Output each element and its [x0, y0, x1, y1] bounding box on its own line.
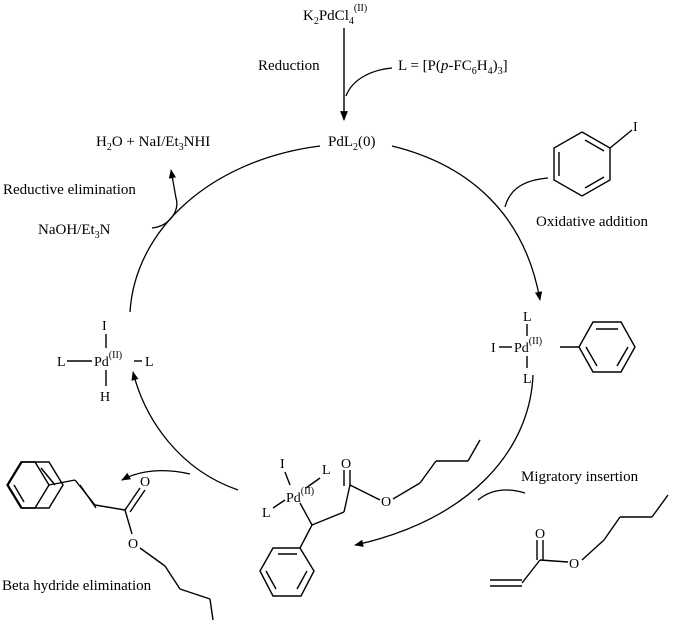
butyl-cinnamate-structure: O O	[6, 461, 214, 621]
svg-text:O: O	[341, 457, 351, 472]
svg-text:L: L	[523, 310, 532, 325]
svg-text:Pd(II): Pd(II)	[94, 350, 122, 370]
svg-text:Pd(II): Pd(II)	[286, 486, 314, 506]
svg-text:H: H	[100, 390, 110, 405]
svg-text:L: L	[145, 355, 154, 370]
svg-text:L: L	[523, 372, 532, 387]
byproducts-label: H2O + NaI/Et3NHI	[96, 134, 210, 153]
reduction-label: Reduction	[258, 58, 320, 74]
svg-text:L: L	[322, 463, 331, 478]
acrylate-entry-arc	[477, 489, 526, 501]
cycle-arrow-migratory-insertion	[354, 374, 534, 547]
svg-text:Pd(II): Pd(II)	[514, 336, 542, 356]
oxidative-addition-label: Oxidative addition	[536, 214, 649, 230]
oxidative-adduct-structure: L I Pd(II) L	[491, 310, 636, 387]
svg-text:O: O	[128, 537, 138, 552]
svg-text:L: L	[262, 506, 271, 521]
svg-text:I: I	[491, 341, 496, 356]
iodobenzene-entry-arc	[504, 177, 549, 208]
svg-text:O: O	[140, 475, 150, 490]
butyl-acrylate-structure: O O	[490, 494, 669, 587]
svg-text:I: I	[633, 120, 638, 135]
catalyst-label: PdL2(0)	[328, 134, 376, 153]
byproduct-exit-arc	[151, 169, 178, 229]
svg-text:I: I	[280, 457, 285, 472]
svg-text:I: I	[102, 319, 107, 334]
reductive-elimination-label: Reductive elimination	[3, 182, 136, 198]
iodobenzene-structure: I	[553, 120, 638, 197]
migratory-insertion-label: Migratory insertion	[521, 469, 639, 485]
ligand-definition: L = [P(p-FC6H4)3]	[398, 58, 508, 77]
cycle-arrow-beta-hydride	[131, 371, 239, 491]
svg-text:O: O	[381, 495, 391, 510]
insertion-intermediate-structure: I L Pd(II) L O O	[259, 439, 481, 597]
beta-hydride-elimination-label: Beta hydride elimination	[2, 578, 152, 594]
cycle-arrow-oxidative-addition	[391, 145, 543, 301]
hydrido-palladium-structure: I L Pd(II) L H	[57, 319, 154, 405]
base-label: NaOH/Et3N	[38, 222, 111, 241]
product-exit-arc	[121, 470, 191, 481]
cycle-arrow-reductive-elimination	[129, 145, 321, 313]
precatalyst-label: K2PdCl4(II)	[303, 3, 367, 27]
ligand-entry-arc	[345, 67, 393, 97]
svg-text:L: L	[57, 355, 66, 370]
svg-text:O: O	[535, 527, 545, 542]
svg-text:O: O	[569, 557, 579, 572]
